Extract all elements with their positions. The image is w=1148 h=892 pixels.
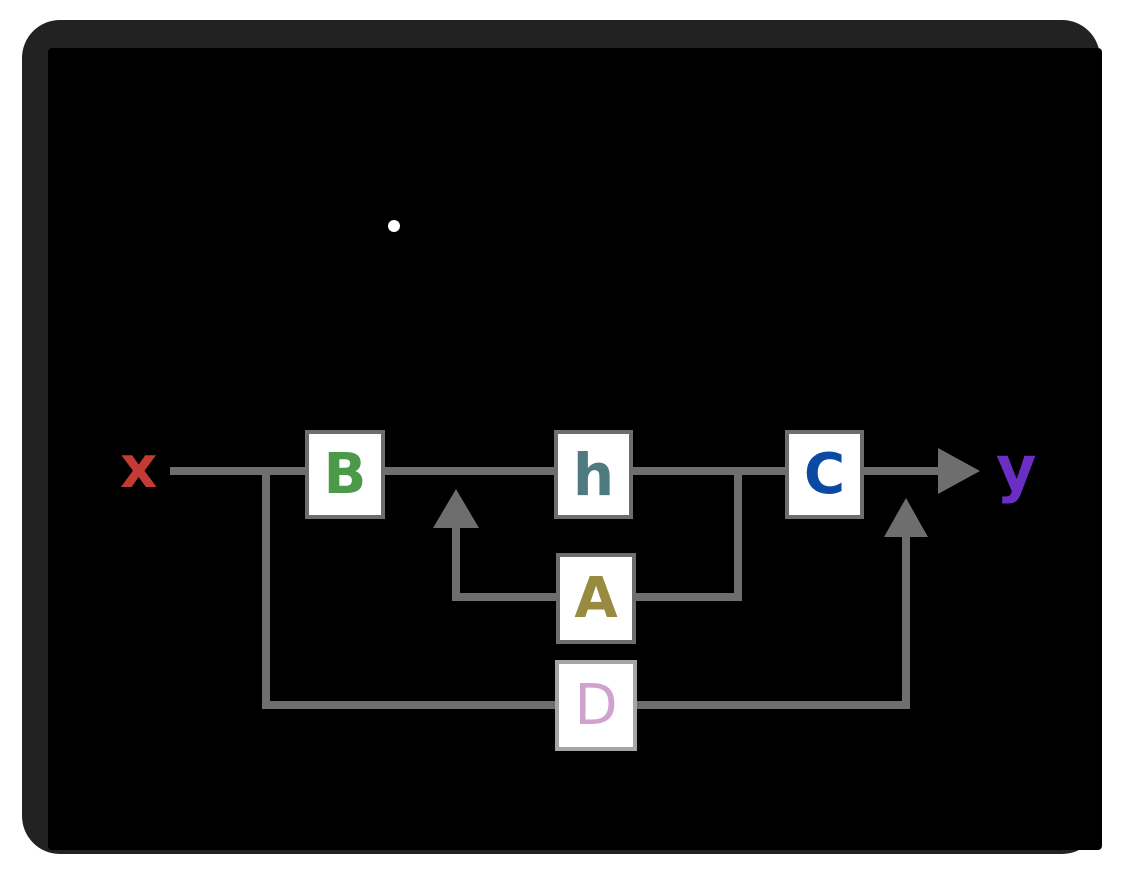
wire-D-to-output-sum (637, 535, 910, 709)
block-A-label: A (574, 565, 618, 631)
input-label-x: x (120, 433, 158, 501)
block-B[interactable]: B (305, 430, 385, 519)
wire-A-to-feedback-sum (452, 527, 556, 601)
block-D[interactable]: D (555, 660, 637, 751)
pointer-dot-icon (388, 220, 400, 232)
block-C-label: C (803, 441, 846, 507)
block-h-label: h (572, 440, 615, 509)
arrowhead-into-y (938, 448, 980, 494)
arrowhead-feedforward-into-Cy (884, 498, 928, 537)
arrowhead-feedback-into-Bh (433, 489, 479, 528)
output-label-y: y (996, 432, 1037, 505)
block-A[interactable]: A (556, 553, 636, 644)
block-h[interactable]: h (554, 430, 633, 519)
block-C[interactable]: C (785, 430, 864, 519)
block-B-label: B (323, 441, 367, 507)
block-D-label: D (574, 672, 618, 738)
